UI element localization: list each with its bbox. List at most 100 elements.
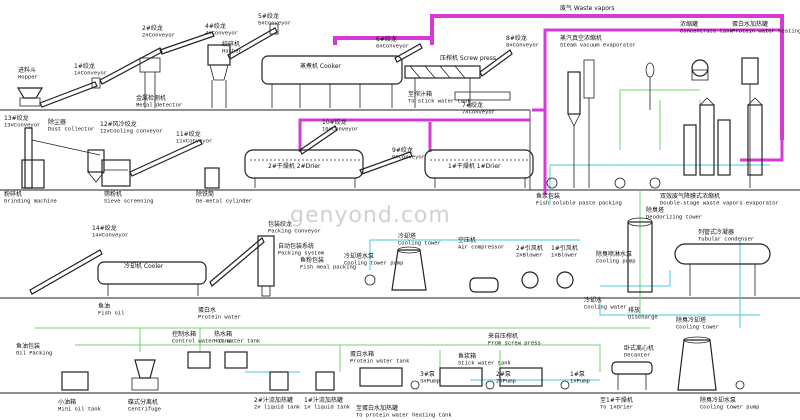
- cooler: [97, 261, 207, 296]
- conveyor-7: [454, 91, 511, 101]
- cooling-tower: [391, 246, 427, 291]
- conveyor-13: [24, 127, 101, 189]
- screw-press: [404, 65, 481, 108]
- label-screw-press: 压榨机 Screw press: [440, 54, 496, 62]
- watermark: genyond.com: [290, 203, 451, 228]
- drier-2: [244, 149, 364, 188]
- air-compressor: [469, 277, 499, 293]
- conveyor-14: [29, 249, 103, 295]
- protein-heating-tank: [741, 57, 759, 188]
- ground-pumps: [410, 380, 570, 390]
- decanter: [611, 361, 653, 390]
- utility-pipes: [35, 89, 770, 381]
- double-stage-evaporator: [683, 97, 763, 176]
- dust-collector: [87, 149, 105, 183]
- hasher: [207, 44, 231, 108]
- blowers: [521, 271, 574, 289]
- conveyor-6: [394, 43, 423, 63]
- control-water-tank: [187, 351, 211, 369]
- conveyor-1: [39, 77, 101, 108]
- label-cooler: 冷却机 Cooler: [124, 262, 164, 270]
- floor-lines: [0, 109, 800, 394]
- conveyor-4: [159, 31, 215, 55]
- concentrate-tank: [691, 59, 709, 81]
- sieve-screening: [101, 159, 131, 187]
- packing-system: [257, 235, 275, 297]
- conveyor-8: [479, 49, 513, 77]
- hopper: [16, 87, 44, 107]
- cooker: [261, 55, 403, 108]
- protein-water-tank: [359, 367, 403, 387]
- conveyor-5: [227, 23, 279, 60]
- packing-conveyor: [209, 237, 265, 287]
- label-cooker: 蒸煮机 Cooker: [300, 62, 341, 70]
- liquid-tanks: [269, 371, 335, 391]
- deodor-cooling-tower: [677, 336, 717, 391]
- deodorizing-tower: [627, 217, 653, 293]
- demetal-cylinder: [204, 167, 220, 189]
- grinding-machine: [21, 159, 45, 189]
- centrifuge: [131, 359, 159, 391]
- tubular-condenser: [674, 243, 771, 296]
- cooling-conveyor-12: [129, 139, 203, 177]
- conveyor-10: [299, 125, 338, 155]
- hot-water-tank: [224, 351, 248, 369]
- fish-soluble-pumps: [546, 177, 661, 189]
- drier-1: [424, 149, 534, 188]
- cooling-tower-pump: [364, 274, 376, 286]
- mini-oil-tank: [61, 371, 89, 391]
- label-drier2: 2#干燥机 2#Drier: [268, 162, 321, 170]
- stick-water-tank: [439, 367, 543, 387]
- waste-vapor-pipes: [298, 14, 784, 195]
